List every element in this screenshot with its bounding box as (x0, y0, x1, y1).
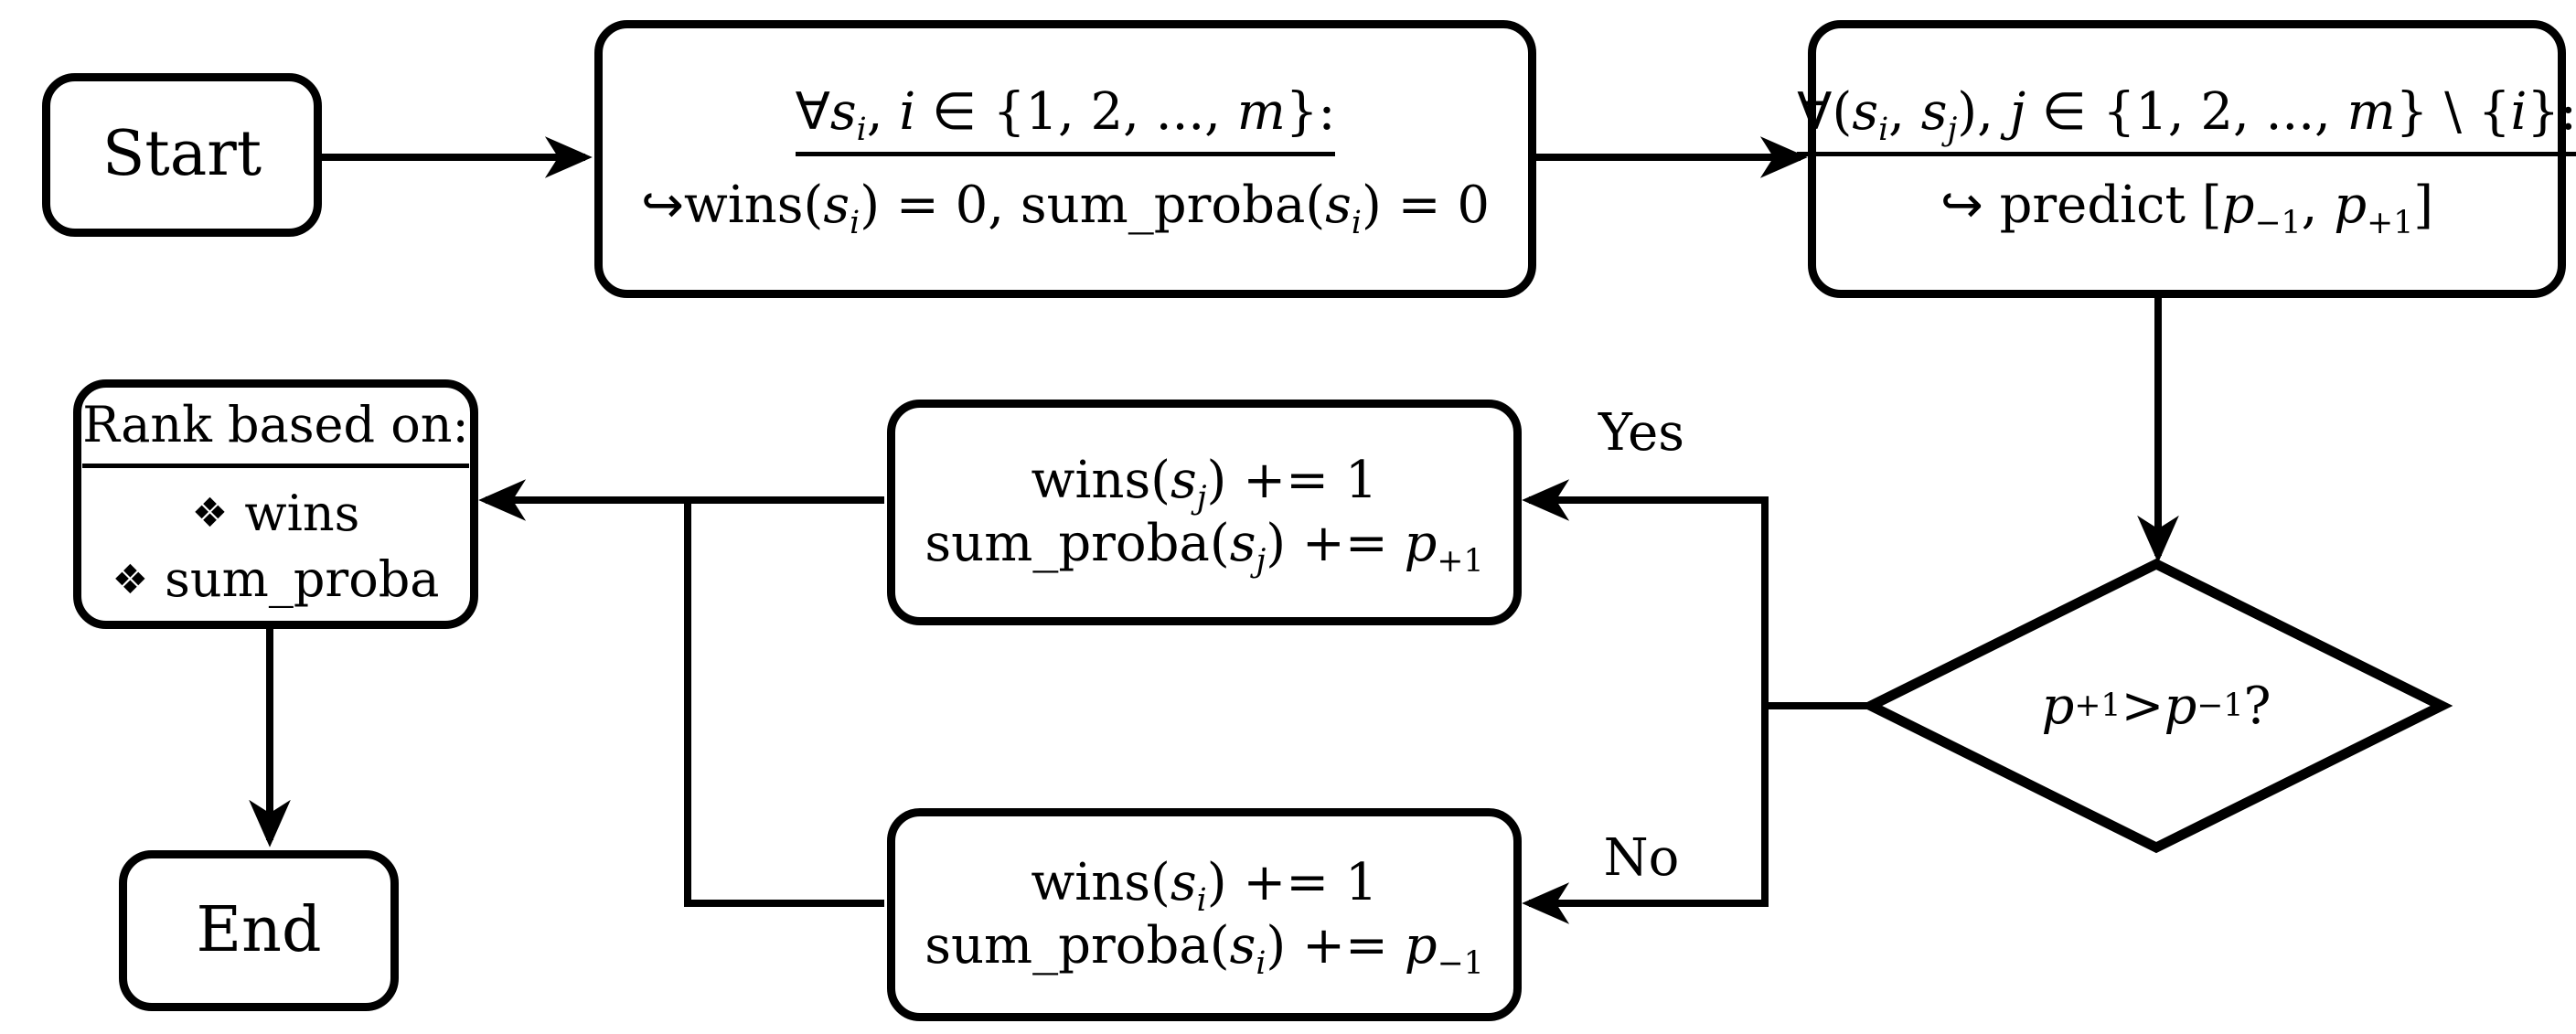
node-end: End (119, 850, 399, 1011)
node-init: ∀si, i ∈ {1, 2, ..., m}: ↪wins(si) = 0, … (594, 20, 1536, 298)
predict-body: ↪ predict [p−1, p+1] (1940, 176, 2434, 242)
diamond-bullet-icon: ❖ (191, 490, 229, 538)
end-label: End (196, 893, 322, 966)
decision-diamond (1859, 558, 2453, 854)
diamond-bullet-icon: ❖ (112, 557, 149, 603)
rank-bullet-wins: ❖ wins (192, 481, 360, 548)
rank-bullet-sum-proba: ❖ sum_proba (112, 547, 439, 613)
no-update-line2: sum_proba(si) += p−1 (925, 915, 1484, 982)
node-rank: Rank based on: ❖ wins ❖ sum_proba (73, 379, 478, 629)
rank-bullet-wins-label: wins (244, 484, 360, 542)
node-no-update: wins(si) += 1 sum_proba(si) += p−1 (887, 808, 1522, 1021)
predict-title: ∀(si, sj), j ∈ {1, 2, ..., m} \ {i}: (1797, 81, 2576, 156)
node-predict: ∀(si, sj), j ∈ {1, 2, ..., m} \ {i}: ↪ p… (1797, 20, 2576, 298)
init-body: ↪wins(si) = 0, sum_proba(si) = 0 (640, 176, 1491, 242)
node-start: Start (42, 73, 322, 237)
rank-title: Rank based on: (82, 395, 469, 468)
node-yes-update: wins(sj) += 1 sum_proba(sj) += p+1 (887, 400, 1522, 625)
yes-update-line1: wins(sj) += 1 (1031, 451, 1378, 517)
edge-label-yes: Yes (1598, 403, 1684, 463)
edge-label-no: No (1603, 828, 1680, 888)
start-label: Start (102, 118, 262, 191)
init-title: ∀si, i ∈ {1, 2, ..., m}: (795, 81, 1336, 156)
yes-update-line2: sum_proba(sj) += p+1 (925, 513, 1484, 580)
node-decision-label: p+1 > p−1? (2041, 676, 2271, 736)
no-update-line1: wins(si) += 1 (1031, 853, 1378, 920)
rank-bullet-sum-proba-label: sum_proba (165, 550, 440, 609)
